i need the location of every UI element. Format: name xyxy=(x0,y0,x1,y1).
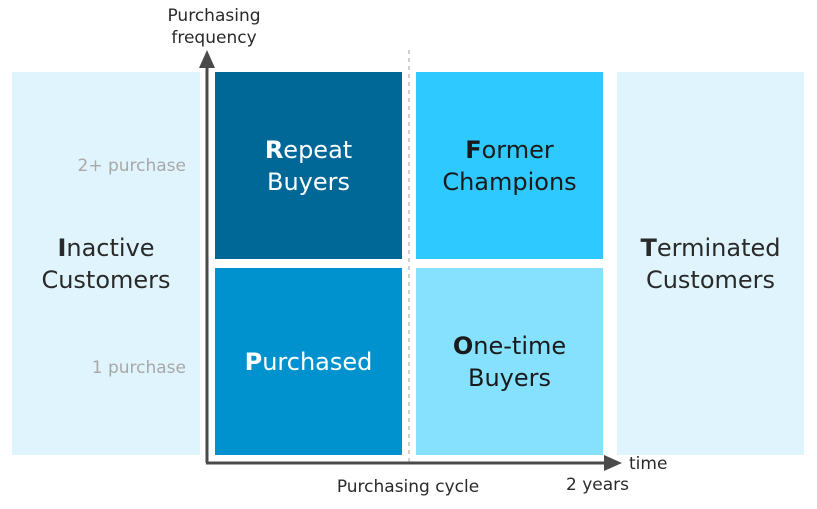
former-line2: Champions xyxy=(442,167,577,196)
x-axis-label: Purchasing cycle xyxy=(336,477,480,497)
purchased-quadrant: Purchased xyxy=(215,268,402,455)
inactive-line1: Inactive xyxy=(57,233,155,262)
x-tick-2-years: 2 years xyxy=(566,475,630,495)
one-time-buyers-quadrant: One-time Buyers xyxy=(416,268,603,455)
terminated-line2: Customers xyxy=(645,265,776,294)
x-axis-arrow-icon xyxy=(604,455,622,471)
terminated-line1: Terminated xyxy=(640,233,781,262)
onetime-line2: Buyers xyxy=(467,363,551,392)
y-tick-2plus-purchase: 2+ purchase xyxy=(77,156,187,176)
former-champions-quadrant: Former Champions xyxy=(416,72,603,259)
repeat-line2: Buyers xyxy=(266,167,350,196)
repeat-line1: Repeat xyxy=(264,135,353,164)
y-tick-1-purchase: 1 purchase xyxy=(91,358,186,378)
repeat-buyers-quadrant: Repeat Buyers xyxy=(215,72,402,259)
inactive-customers-panel: Inactive Customers xyxy=(12,72,200,455)
terminated-customers-panel: Terminated Customers xyxy=(617,72,804,455)
purchased-line1: Purchased xyxy=(244,347,373,376)
former-line1: Former xyxy=(465,135,554,164)
inactive-line2: Customers xyxy=(41,265,171,294)
y-axis-label-line2: frequency xyxy=(171,28,257,48)
y-axis-arrow-icon xyxy=(199,50,215,68)
y-axis-label-line1: Purchasing xyxy=(167,6,261,26)
y-axis-label: Purchasing frequency xyxy=(146,5,282,49)
onetime-line1: One-time xyxy=(452,331,567,360)
x-axis-end-label: time xyxy=(629,454,668,474)
